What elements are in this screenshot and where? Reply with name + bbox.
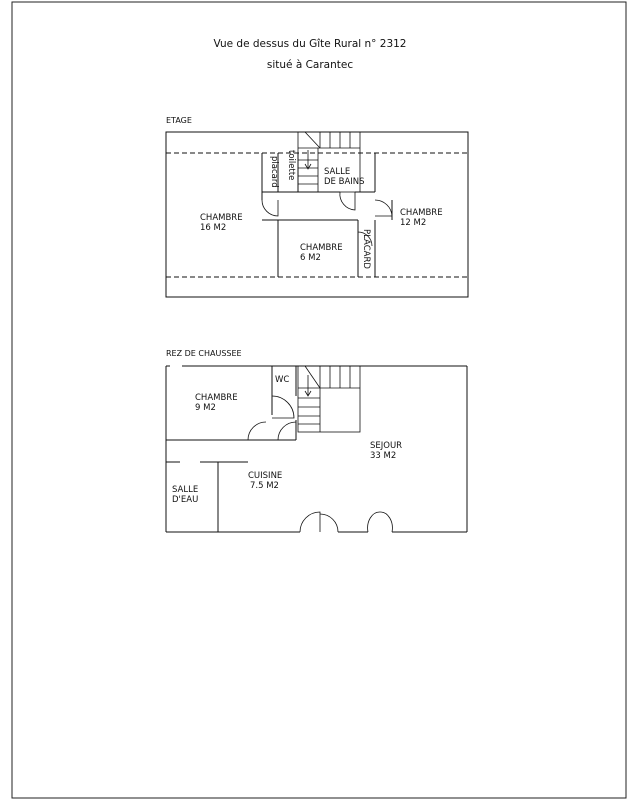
- room-area-chambre-16: 16 M2: [200, 223, 226, 233]
- upper-door-chambre16: [261, 199, 279, 217]
- page-frame: [11, 1, 627, 799]
- stair-arrow-head: [304, 390, 312, 397]
- room-area-cuisine: 7.5 M2: [250, 481, 279, 491]
- upper-door-bains: [339, 191, 356, 211]
- room-area-chambre-9: 9 M2: [195, 403, 216, 413]
- label-toilette: toilette: [286, 150, 296, 180]
- room-label-chambre-12: CHAMBRE: [400, 208, 443, 218]
- room-area-chambre-6: 6 M2: [300, 253, 321, 263]
- ground-floor-label: REZ DE CHAUSSEE: [166, 349, 242, 358]
- upper-floor-plan: ETAGE: [165, 116, 469, 298]
- upper-floor-label: ETAGE: [166, 116, 192, 125]
- room-area-sejour: 33 M2: [370, 451, 396, 461]
- ground-door-wc: [271, 395, 295, 419]
- room-label-chambre-6: CHAMBRE: [300, 243, 343, 253]
- room-label-cuisine: CUISINE: [248, 471, 282, 481]
- ground-door-front: [299, 511, 321, 533]
- ground-door-chambre9: [247, 421, 267, 441]
- ground-staircase: [297, 365, 361, 433]
- plan-subtitle: situé à Carantec: [267, 59, 353, 71]
- upper-door-chambre12: [374, 199, 393, 217]
- room-label-salle-de-bains-2: DE BAINS: [324, 177, 365, 187]
- ground-door-sejour: [367, 511, 393, 533]
- stair-tread: [304, 365, 321, 389]
- room-label-chambre-16: CHAMBRE: [200, 213, 243, 223]
- room-label-salle-eau: SALLE: [172, 485, 198, 495]
- ground-door-front: [319, 513, 339, 533]
- room-label-sejour: SEJOUR: [370, 441, 402, 451]
- room-label-salle-de-bains: SALLE: [324, 167, 350, 177]
- room-label-salle-eau-2: D'EAU: [172, 495, 198, 505]
- upper-staircase: [297, 131, 361, 193]
- ground-door-hall: [277, 421, 297, 441]
- stair-arrow-head: [304, 163, 312, 170]
- ground-floor-plan: REZ DE CHAUSSEE: [165, 349, 468, 533]
- label-placard-small: placard: [269, 156, 279, 188]
- room-label-chambre-9: CHAMBRE: [195, 393, 238, 403]
- upper-door-chambre6: [357, 231, 373, 247]
- room-label-wc: WC: [275, 375, 289, 385]
- label-placard-big: PLACARD: [361, 229, 371, 269]
- stair-tread: [304, 131, 321, 149]
- plan-title: Vue de dessus du Gîte Rural n° 2312: [214, 38, 407, 50]
- room-area-chambre-12: 12 M2: [400, 218, 426, 228]
